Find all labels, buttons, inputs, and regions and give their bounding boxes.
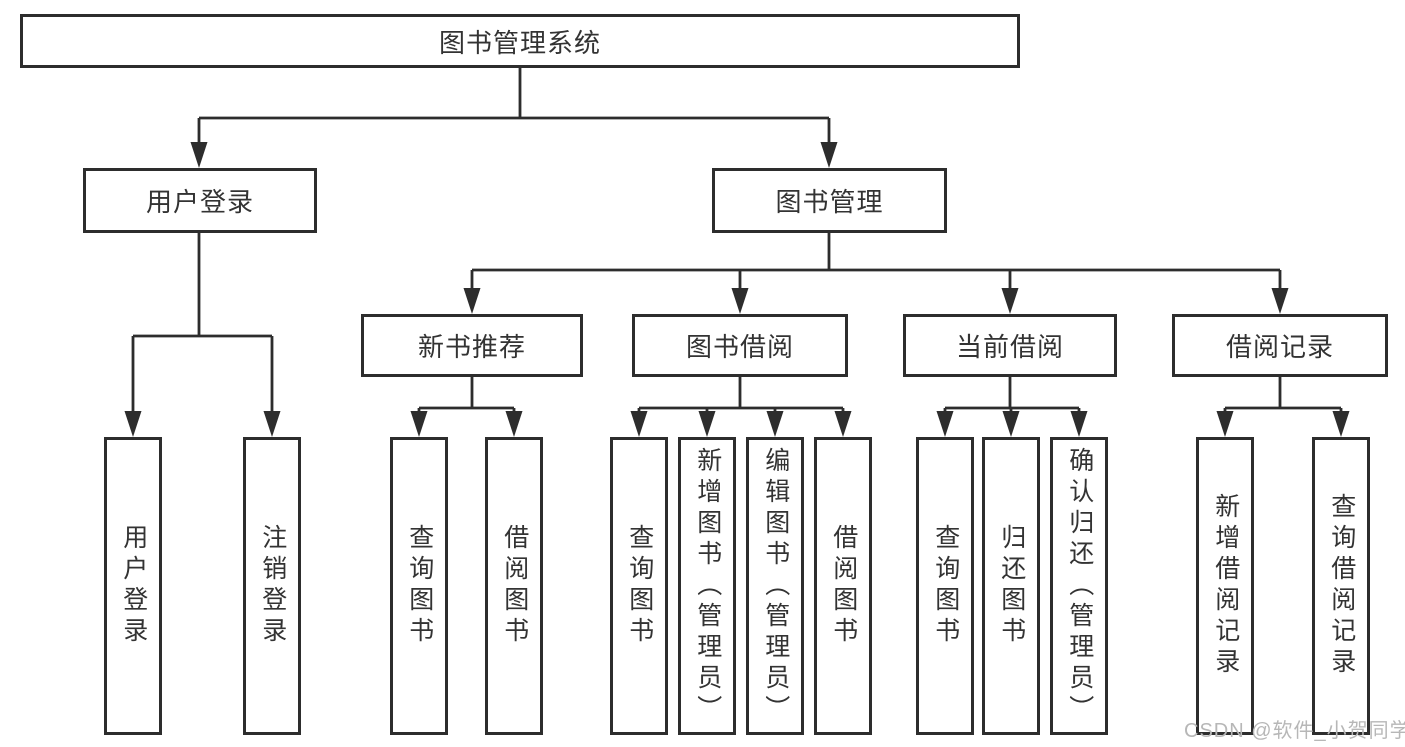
arrow-down-icon	[731, 288, 749, 314]
leaf-label: 编辑图书（管理员）	[761, 446, 790, 726]
node-leaf-confirm-return-admin: 确认归还（管理员）	[1050, 437, 1108, 735]
connector-userlogin-to-leaves	[131, 233, 274, 414]
node-leaf-query-book-borrowing: 查询图书	[610, 437, 668, 735]
connector-newbook-to-leaves	[417, 377, 516, 414]
connector-currentborrow-to-leaves	[943, 377, 1081, 414]
csdn-watermark: CSDN @软件_小贺同学	[1184, 720, 1405, 742]
leaf-label: 查询图书	[625, 524, 654, 648]
arrow-down-icon	[1002, 411, 1020, 437]
leaf-label: 查询图书	[405, 524, 434, 648]
node-leaf-query-book-current: 查询图书	[916, 437, 974, 735]
arrow-down-icon	[124, 411, 142, 437]
arrow-down-icon	[1216, 411, 1234, 437]
node-leaf-borrow-book-borrowing: 借阅图书	[814, 437, 872, 735]
node-borrow-records: 借阅记录	[1172, 314, 1388, 377]
node-leaf-logout-login: 注销登录	[243, 437, 301, 735]
node-current-borrowing: 当前借阅	[903, 314, 1117, 377]
connector-arrowheads	[124, 142, 1350, 437]
arrow-down-icon	[463, 288, 481, 314]
node-leaf-user-login: 用户登录	[104, 437, 162, 735]
node-leaf-query-book-recommend: 查询图书	[390, 437, 448, 735]
node-leaf-edit-book-admin: 编辑图书（管理员）	[746, 437, 804, 735]
arrow-down-icon	[630, 411, 648, 437]
node-leaf-borrow-book-recommend: 借阅图书	[485, 437, 543, 735]
arrow-down-icon	[834, 411, 852, 437]
leaf-label: 借阅图书	[829, 524, 858, 648]
leaf-label: 确认归还（管理员）	[1065, 446, 1094, 726]
connector-bookmgmt-to-level3	[470, 233, 1282, 292]
node-new-book-recommend: 新书推荐	[361, 314, 583, 377]
arrow-down-icon	[505, 411, 523, 437]
node-book-management: 图书管理	[712, 168, 947, 233]
connector-paths	[131, 68, 1343, 414]
node-leaf-query-borrow-record: 查询借阅记录	[1312, 437, 1370, 735]
node-leaf-add-book-admin: 新增图书（管理员）	[678, 437, 736, 735]
arrow-down-icon	[1070, 411, 1088, 437]
connector-bookborrow-to-leaves	[637, 377, 845, 414]
node-leaf-return-book: 归还图书	[982, 437, 1040, 735]
arrow-down-icon	[410, 411, 428, 437]
arrow-down-icon	[263, 411, 281, 437]
arrow-down-icon	[1271, 288, 1289, 314]
arrow-down-icon	[936, 411, 954, 437]
leaf-label: 查询借阅记录	[1327, 493, 1356, 679]
leaf-label: 新增图书（管理员）	[693, 446, 722, 726]
node-leaf-add-borrow-record: 新增借阅记录	[1196, 437, 1254, 735]
node-user-login: 用户登录	[83, 168, 317, 233]
node-book-borrowing: 图书借阅	[632, 314, 848, 377]
arrow-down-icon	[820, 142, 838, 168]
leaf-label: 借阅图书	[500, 524, 529, 648]
leaf-label: 归还图书	[997, 524, 1026, 648]
arrow-down-icon	[1332, 411, 1350, 437]
node-root: 图书管理系统	[20, 14, 1020, 68]
leaf-label: 注销登录	[258, 524, 287, 648]
arrow-down-icon	[190, 142, 208, 168]
connector-records-to-leaves	[1223, 377, 1343, 414]
leaf-label: 新增借阅记录	[1211, 493, 1240, 679]
leaf-label: 查询图书	[931, 524, 960, 648]
arrow-down-icon	[1001, 288, 1019, 314]
leaf-label: 用户登录	[119, 524, 148, 648]
arrow-down-icon	[766, 411, 784, 437]
arrow-down-icon	[698, 411, 716, 437]
connector-root-to-level2	[197, 68, 831, 146]
